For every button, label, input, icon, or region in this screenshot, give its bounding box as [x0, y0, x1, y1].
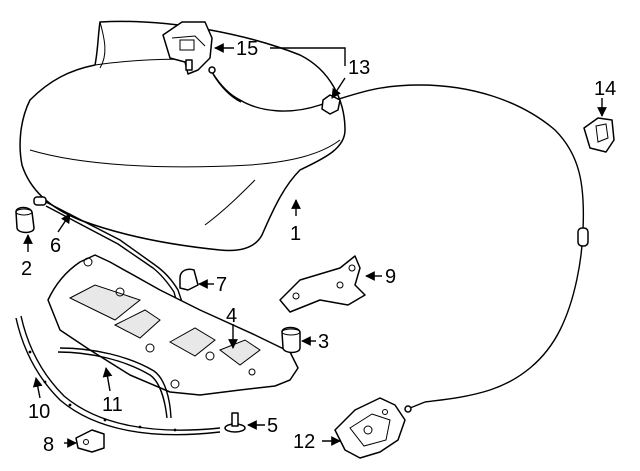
- hood-latch: [334, 397, 406, 459]
- callout-7: 7: [216, 274, 227, 296]
- weatherstrip: [57, 347, 172, 419]
- callout-2: 2: [21, 258, 32, 280]
- hood-seal: [15, 315, 221, 436]
- hood-hinge: [279, 255, 366, 313]
- bracket-clip: [75, 429, 105, 453]
- release-handle: [162, 21, 213, 75]
- rod-holder: [179, 268, 199, 291]
- callout-9: 9: [385, 266, 396, 288]
- cable-clip: [583, 117, 615, 153]
- callout-10: 10: [28, 401, 50, 423]
- callout-8: 8: [43, 434, 54, 456]
- release-cable: [208, 66, 589, 413]
- callout-15: 15: [236, 38, 258, 60]
- callout-5: 5: [267, 415, 278, 437]
- callout-4: 4: [226, 305, 237, 327]
- callout-12: 12: [293, 431, 315, 453]
- bumper-stop: [15, 206, 35, 234]
- retainer-clip: [224, 412, 246, 433]
- callout-14: 14: [594, 78, 616, 100]
- hood-insulator: [47, 254, 299, 396]
- callout-labels: 1 2 3 4 5 6 7 8 9 10 11 12 13 14 15: [21, 38, 616, 456]
- support-rod: [33, 196, 184, 308]
- callout-11: 11: [102, 394, 123, 416]
- callout-6: 6: [50, 235, 61, 257]
- bumper-cushion: [281, 326, 301, 354]
- callout-13: 13: [348, 57, 370, 79]
- leader-lines: [23, 43, 607, 448]
- callout-3: 3: [318, 331, 329, 353]
- callout-1: 1: [290, 223, 301, 245]
- hood-panel: [19, 20, 346, 252]
